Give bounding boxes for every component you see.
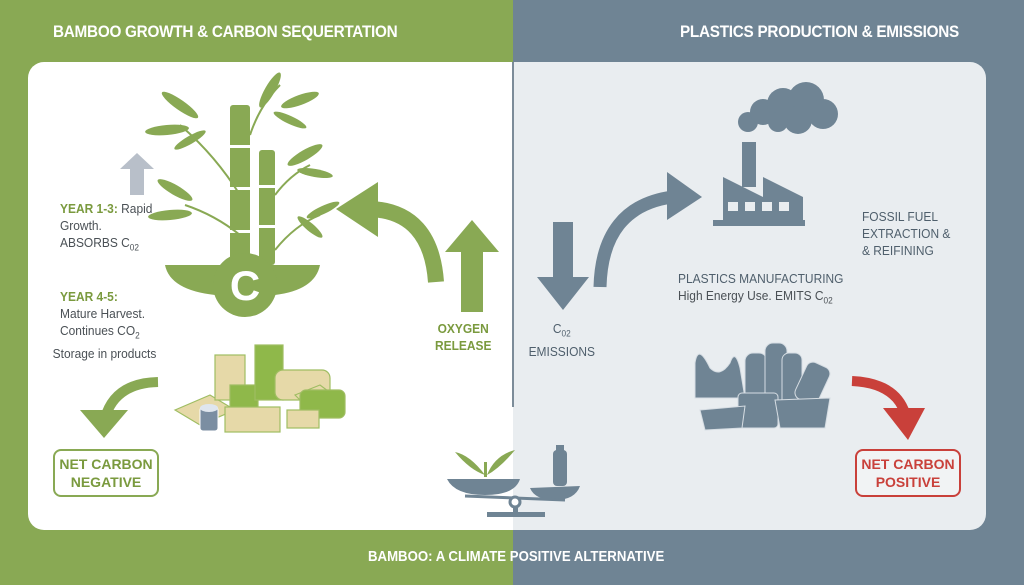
positive-badge-line1: NET CARBON xyxy=(861,456,955,472)
fossil-fuel-label: FOSSIL FUEL EXTRACTION & & REIFINING xyxy=(862,208,950,259)
bamboo-plant-icon: C xyxy=(145,72,340,317)
co2-emissions-label: C02 EMISSIONS xyxy=(525,320,599,360)
stage1-text3: ABSORBS C xyxy=(60,235,130,250)
emissions-sub: 02 xyxy=(561,328,571,339)
footer-tagline: BAMBOO: A CLIMATE POSITIVE ALTERNATIVE xyxy=(368,548,665,565)
net-negative-arrow-icon xyxy=(80,377,159,438)
net-carbon-positive-badge: NET CARBON POSITIVE xyxy=(855,449,961,497)
fossil-line3: & REIFINING xyxy=(862,243,934,258)
manufacturing-desc: High Energy Use. EMITS C xyxy=(678,288,824,303)
stage1-text2: Growth. xyxy=(60,218,102,233)
stage1-label: YEAR 1-3: xyxy=(60,201,118,216)
fossil-line2: EXTRACTION & xyxy=(862,226,951,241)
stage-year-1-3: YEAR 1-3: Rapid Growth. ABSORBS C02 xyxy=(60,200,152,257)
net-carbon-negative-badge: NET CARBON NEGATIVE xyxy=(53,449,159,497)
stage1-sub: 02 xyxy=(129,242,140,253)
bamboo-section-title: BAMBOO GROWTH & CARBON SEQUERTATION xyxy=(53,22,398,41)
stage1-text1: Rapid xyxy=(121,201,153,216)
oxygen-release-arrow-icon xyxy=(445,220,499,312)
stage-year-4-5: YEAR 4-5: Mature Harvest. Continues CO2 … xyxy=(53,288,157,362)
balance-scale-icon xyxy=(447,445,580,517)
oxygen-label-line2: RELEASE xyxy=(434,338,492,353)
stage2-sub: 2 xyxy=(135,330,140,341)
section-divider xyxy=(512,62,514,407)
manufacturing-sub: 02 xyxy=(823,295,833,306)
oxygen-release-label: OXYGEN RELEASE xyxy=(431,320,495,354)
co2-emissions-down-arrow-icon xyxy=(537,222,589,310)
negative-badge-line2: NEGATIVE xyxy=(70,474,142,490)
plastic-waste-icon xyxy=(694,342,831,431)
carbon-absorption-curved-arrow-icon xyxy=(336,182,444,283)
fossil-to-factory-curved-arrow-icon xyxy=(593,172,702,288)
manufacturing-title: PLASTICS MANUFACTURING xyxy=(678,271,844,286)
stage2-text1: Mature Harvest. xyxy=(60,306,146,321)
stage2-label: YEAR 4-5: xyxy=(60,289,118,304)
stage2-text3: Storage in products xyxy=(52,345,157,361)
plastics-manufacturing-text: PLASTICS MANUFACTURING High Energy Use. … xyxy=(678,270,843,310)
positive-badge-line2: POSITIVE xyxy=(875,474,941,490)
stage2-text2: Continues CO xyxy=(60,323,136,338)
net-positive-arrow-icon xyxy=(851,376,925,440)
fossil-line1: FOSSIL FUEL xyxy=(862,209,939,224)
emissions-line1: C xyxy=(552,321,562,336)
oxygen-label-line1: OXYGEN xyxy=(437,321,489,336)
growth-up-arrow-icon xyxy=(120,153,154,195)
plastics-section-title: PLASTICS PRODUCTION & EMISSIONS xyxy=(680,22,959,41)
factory-icon xyxy=(713,82,838,226)
negative-badge-line1: NET CARBON xyxy=(59,456,153,472)
emissions-line2: EMISSIONS xyxy=(528,343,596,359)
bamboo-products-icon xyxy=(173,344,346,433)
carbon-symbol: C xyxy=(230,262,260,309)
